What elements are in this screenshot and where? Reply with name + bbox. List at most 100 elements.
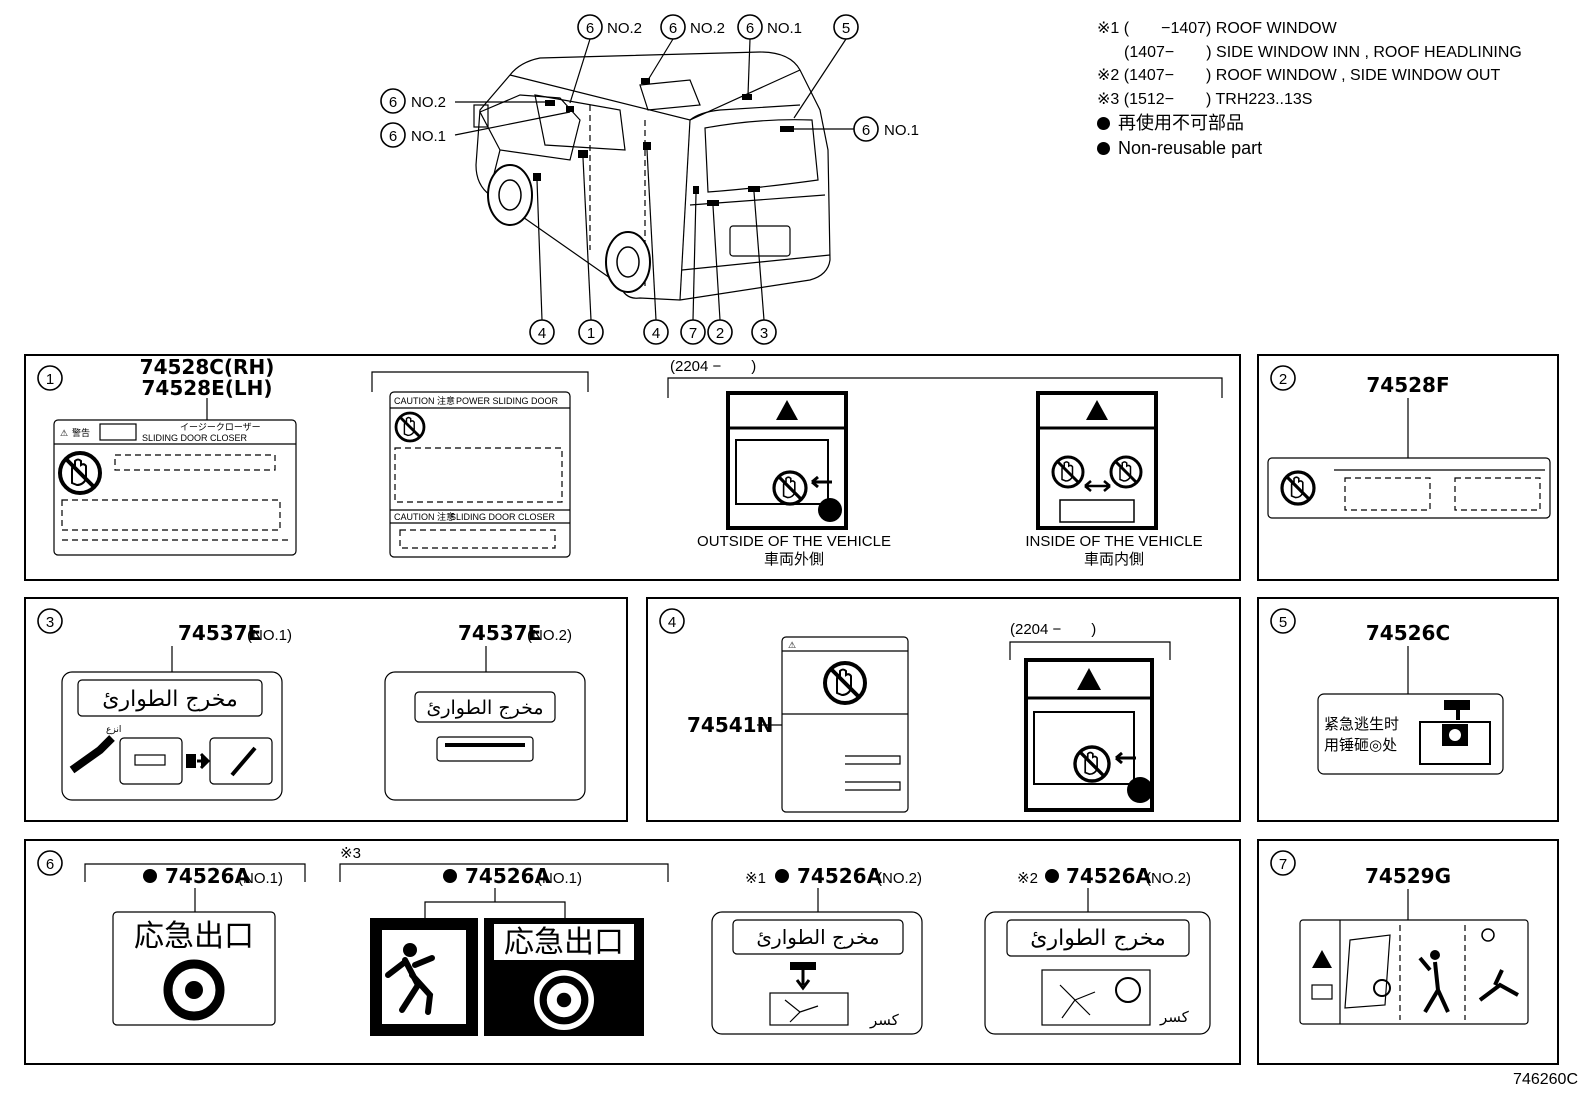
svg-text:⚠: ⚠ [60,428,68,438]
svg-text:2: 2 [716,325,724,342]
note-line-2: (1407− ) SIDE WINDOW INN , ROOF HEADLINI… [1124,43,1522,61]
diagram-code: 746260C [1513,1071,1578,1088]
part-number-74537e-no1: 74537E [178,621,261,645]
svg-text:(NO.2): (NO.2) [1146,870,1191,887]
svg-text:応急出口: 応急出口 [134,920,254,953]
svg-text:(NO.2): (NO.2) [877,870,922,887]
svg-text:NO.1: NO.1 [884,122,919,139]
svg-text:مخرج الطوارئ: مخرج الطوارئ [756,925,879,949]
callout-top-3: 6 NO.1 [737,14,802,96]
svg-text:(NO.1): (NO.1) [247,627,292,644]
svg-text:1: 1 [46,371,54,388]
callout-bottom-2: 2 [707,205,733,345]
range-2204-panel4: (2204 − ) [1010,621,1096,638]
outside-vehicle-jp: 車両外側 [764,551,824,568]
svg-text:3: 3 [760,325,768,342]
callout-bottom-7: 7 [680,193,706,345]
range-2204: (2204 − ) [670,358,756,375]
svg-text:مخرج الطوارئ: مخرج الطوارئ [1030,926,1166,951]
callout-left-no1: 6 NO.1 [380,111,571,148]
svg-text:6: 6 [389,128,397,145]
callout-top-5: 5 [793,14,859,119]
svg-text:7: 7 [1279,856,1287,873]
panel-3: 3 74537E (NO.1) مخرج الطوارئ انزع 74537E… [24,597,628,822]
dot-icon [1097,117,1110,130]
svg-text:⚠: ⚠ [788,640,796,650]
part-number-74528c: 74528C(RH) [140,355,275,379]
svg-text:6: 6 [669,20,677,37]
svg-text:CAUTION 注意: CAUTION 注意 [394,511,455,522]
panel-4: 4 74541N ⚠ (2204 − ) [646,597,1241,822]
part-number-74526a-no2-b: 74526A [1066,864,1152,888]
svg-text:6: 6 [46,856,54,873]
outside-vehicle-en: OUTSIDE OF THE VEHICLE [697,533,891,550]
svg-text:※2: ※2 [1017,870,1038,887]
dot-icon [1097,142,1110,155]
part-number-74528e: 74528E(LH) [141,376,272,400]
legend-jp: 再使用不可部品 [1097,111,1577,136]
svg-text:NO.1: NO.1 [767,20,802,37]
svg-text:6: 6 [586,20,594,37]
svg-text:※3: ※3 [340,845,361,862]
svg-text:3: 3 [46,614,54,631]
inside-vehicle-jp: 車両内側 [1084,551,1144,568]
callout-bottom-1: 1 [578,157,604,345]
svg-text:مخرج الطوارئ: مخرج الطوارئ [102,687,238,712]
note-line-3: ※2 (1407− ) ROOF WINDOW , SIDE WINDOW OU… [1097,67,1501,84]
note-line-4: ※3 (1512− ) TRH223..13S [1097,90,1313,108]
svg-text:(NO.1): (NO.1) [537,870,582,887]
svg-text:CAUTION 注意: CAUTION 注意 [394,395,455,406]
svg-text:4: 4 [668,614,676,631]
svg-text:(NO.2): (NO.2) [527,627,572,644]
part-number-74529g: 74529G [1365,864,1451,888]
svg-text:イージークローザー: イージークローザー [180,422,261,432]
svg-text:كسر: كسر [869,1012,900,1029]
svg-text:応急出口: 応急出口 [504,926,624,959]
legend-en: Non-reusable part [1097,136,1577,161]
svg-text:4: 4 [652,325,660,342]
callout-top-2: 6 NO.2 [647,14,725,81]
svg-text:6: 6 [862,122,870,139]
svg-text:1: 1 [587,325,595,342]
panel-6: 6 74526A (NO.1) 応急出口 ※3 74526A (NO.1) 応急… [24,839,1241,1065]
svg-text:SLIDING DOOR CLOSER: SLIDING DOOR CLOSER [450,512,556,522]
svg-text:(NO.1): (NO.1) [238,870,283,887]
inside-vehicle-en: INSIDE OF THE VEHICLE [1025,533,1202,550]
svg-text:SLIDING DOOR CLOSER: SLIDING DOOR CLOSER [142,433,248,443]
notes-block: ※1 ( −1407) ROOF WINDOW (1407− ) SIDE WI… [1097,17,1577,161]
svg-text:4: 4 [538,325,546,342]
svg-text:7: 7 [689,325,697,342]
svg-text:مخرج الطوارئ: مخرج الطوارئ [426,697,543,719]
svg-text:紧急逃生时: 紧急逃生时 [1324,716,1399,733]
callout-bottom-4b: 4 [643,149,669,345]
part-number-74526a-no1-b: 74526A [465,864,551,888]
part-number-74537e-no2: 74537E [458,621,541,645]
svg-text:POWER SLIDING DOOR: POWER SLIDING DOOR [456,396,559,406]
svg-text:NO.2: NO.2 [411,94,446,111]
svg-text:5: 5 [842,20,850,37]
panel-7: 7 74529G [1257,839,1559,1065]
part-number-74526c: 74526C [1366,621,1450,645]
panel-2: 2 74528F [1257,354,1559,581]
part-number-74526a-no2: 74526A [797,864,883,888]
svg-text:※1: ※1 [745,870,766,887]
part-number-74526a-no1: 74526A [165,864,251,888]
part-number-74528f: 74528F [1366,373,1449,397]
callout-top-1: 6 NO.2 [569,14,642,104]
svg-text:NO.2: NO.2 [607,20,642,37]
svg-text:警告: 警告 [72,427,90,438]
panel-1: 1 74528C(RH) 74528E(LH) ⚠ 警告 イージークローザー S… [24,354,1241,581]
callout-right-no1: 6 NO.1 [794,116,919,142]
svg-text:NO.1: NO.1 [411,128,446,145]
svg-text:6: 6 [746,20,754,37]
callout-left-no2: 6 NO.2 [380,88,548,114]
callout-bottom-4a: 4 [529,179,555,345]
callout-bottom-3: 3 [751,191,777,345]
note-line-1: ※1 ( −1407) ROOF WINDOW [1097,20,1337,37]
svg-text:NO.2: NO.2 [690,20,725,37]
panel-5: 5 74526C 紧急逃生时 用锤砸◎处 [1257,597,1559,822]
svg-text:كسر: كسر [1159,1009,1190,1026]
van-illustration [473,51,831,301]
svg-text:2: 2 [1279,371,1287,388]
